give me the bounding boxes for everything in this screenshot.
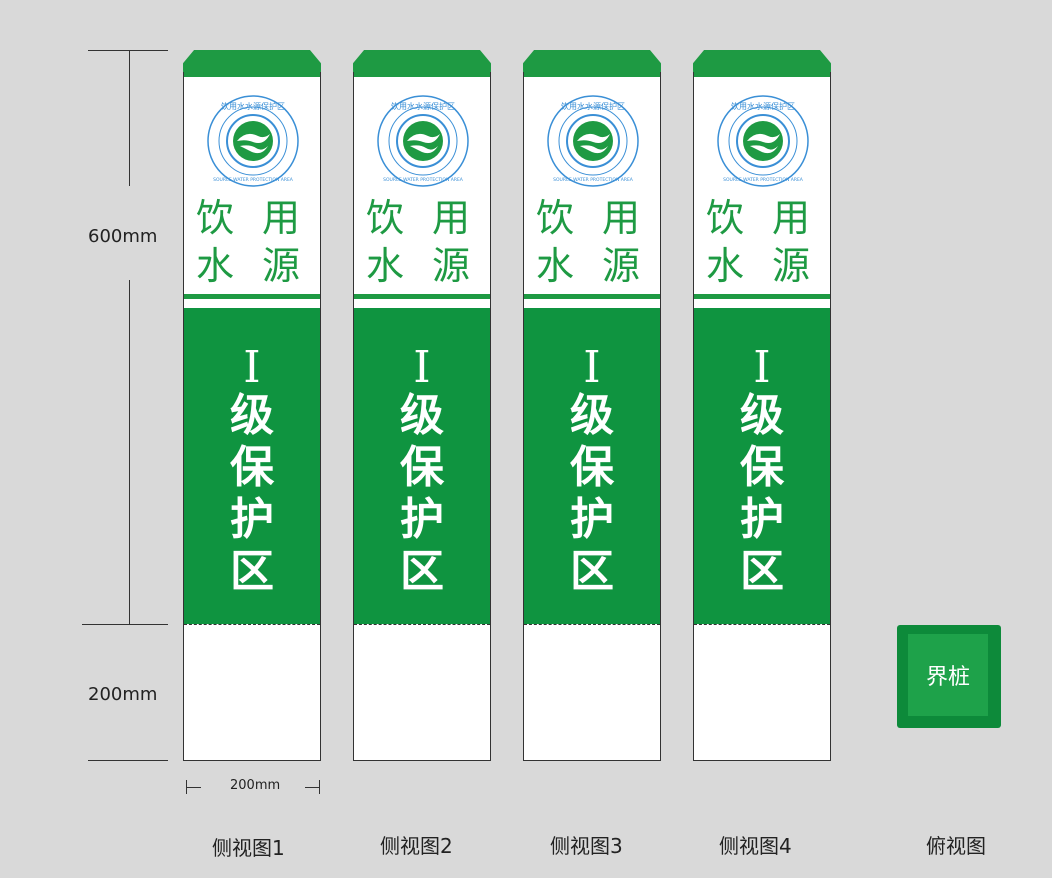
protection-level-panel: I 级 保 护 区 <box>354 308 490 624</box>
level-char-1: 级 <box>400 390 444 441</box>
dim-width-right-tick <box>319 780 320 794</box>
level-vertical-text: 级 保 护 区 <box>524 390 660 598</box>
title-line-2: 水 源 <box>535 244 649 288</box>
title-line-2: 水 源 <box>705 244 819 288</box>
logo-en-text: SOURCE WATER PROTECTION AREA <box>553 177 634 183</box>
top-stripe <box>184 72 320 77</box>
protection-level-panel: I 级 保 护 区 <box>184 308 320 624</box>
level-char-3: 护 <box>570 494 614 545</box>
dim-label-200: 200mm <box>88 684 158 705</box>
level-roman-numeral: I <box>413 342 431 393</box>
logo-en-text: SOURCE WATER PROTECTION AREA <box>213 177 294 183</box>
top-stripe <box>524 72 660 77</box>
level-char-3: 护 <box>230 494 274 545</box>
dim-width-right-line <box>305 787 319 788</box>
level-roman-numeral: I <box>753 342 771 393</box>
logo-ring-text: 饮用水水源保护区 <box>221 101 285 111</box>
mid-stripe <box>694 294 830 299</box>
mid-stripe <box>524 294 660 299</box>
dim-upper-vertical-top <box>129 50 130 186</box>
title-line-1: 饮 用 <box>365 196 479 240</box>
top-view-label: 界桩 <box>908 634 988 716</box>
logo-ring-text: 饮用水水源保护区 <box>391 101 455 111</box>
level-char-1: 级 <box>570 390 614 441</box>
post-side-view-3: 饮用水水源保护区 SOURCE WATER PROTECTION AREA 饮 … <box>523 50 661 762</box>
post-body: 饮用水水源保护区 SOURCE WATER PROTECTION AREA 饮 … <box>693 72 831 761</box>
dim-top-tick <box>88 50 168 51</box>
caption-side-3: 侧视图3 <box>550 834 623 858</box>
level-vertical-text: 级 保 护 区 <box>354 390 490 598</box>
post-body: 饮用水水源保护区 SOURCE WATER PROTECTION AREA 饮 … <box>183 72 321 761</box>
level-char-4: 区 <box>400 546 444 597</box>
post-cap <box>183 50 321 72</box>
ground-line <box>184 624 320 625</box>
post-side-view-4: 饮用水水源保护区 SOURCE WATER PROTECTION AREA 饮 … <box>693 50 831 762</box>
caption-side-4: 侧视图4 <box>719 834 792 858</box>
dim-upper-vertical-bottom <box>129 280 130 624</box>
level-char-1: 级 <box>230 390 274 441</box>
top-view: 界桩 <box>897 625 1001 728</box>
water-protection-logo-icon: 饮用水水源保护区 SOURCE WATER PROTECTION AREA <box>207 95 299 187</box>
logo-en-text: SOURCE WATER PROTECTION AREA <box>383 177 464 183</box>
title-line-1: 饮 用 <box>535 196 649 240</box>
post-cap <box>693 50 831 72</box>
ground-line <box>524 624 660 625</box>
level-roman-numeral: I <box>243 342 261 393</box>
mid-stripe <box>354 294 490 299</box>
caption-top-view: 俯视图 <box>926 834 986 858</box>
level-vertical-text: 级 保 护 区 <box>184 390 320 598</box>
logo-ring-text: 饮用水水源保护区 <box>731 101 795 111</box>
water-protection-logo-icon: 饮用水水源保护区 SOURCE WATER PROTECTION AREA <box>547 95 639 187</box>
top-stripe <box>694 72 830 77</box>
title-line-1: 饮 用 <box>195 196 309 240</box>
level-char-2: 保 <box>230 442 274 493</box>
level-vertical-text: 级 保 护 区 <box>694 390 830 598</box>
dim-width-left-tick <box>186 780 187 794</box>
post-side-view-2: 饮用水水源保护区 SOURCE WATER PROTECTION AREA 饮 … <box>353 50 491 762</box>
logo-ring-text: 饮用水水源保护区 <box>561 101 625 111</box>
caption-side-1: 侧视图1 <box>212 836 285 860</box>
level-char-2: 保 <box>400 442 444 493</box>
level-char-2: 保 <box>740 442 784 493</box>
title-line-2: 水 源 <box>365 244 479 288</box>
title-line-1: 饮 用 <box>705 196 819 240</box>
protection-level-panel: I 级 保 护 区 <box>694 308 830 624</box>
level-roman-numeral: I <box>583 342 601 393</box>
dim-mid-tick <box>82 624 168 625</box>
post-cap <box>523 50 661 72</box>
post-side-view-1: 饮用水水源保护区 SOURCE WATER PROTECTION AREA 饮 … <box>183 50 321 762</box>
water-protection-logo-icon: 饮用水水源保护区 SOURCE WATER PROTECTION AREA <box>377 95 469 187</box>
level-char-3: 护 <box>400 494 444 545</box>
dim-width-left-line <box>187 787 201 788</box>
logo-en-text: SOURCE WATER PROTECTION AREA <box>723 177 804 183</box>
level-char-1: 级 <box>740 390 784 441</box>
level-char-4: 区 <box>230 546 274 597</box>
top-stripe <box>354 72 490 77</box>
dim-label-600: 600mm <box>88 226 158 247</box>
level-char-4: 区 <box>740 546 784 597</box>
dim-bottom-tick <box>88 760 168 761</box>
title-line-2: 水 源 <box>195 244 309 288</box>
post-body: 饮用水水源保护区 SOURCE WATER PROTECTION AREA 饮 … <box>353 72 491 761</box>
level-char-2: 保 <box>570 442 614 493</box>
water-protection-logo-icon: 饮用水水源保护区 SOURCE WATER PROTECTION AREA <box>717 95 809 187</box>
level-char-4: 区 <box>570 546 614 597</box>
post-cap <box>353 50 491 72</box>
dim-label-width: 200mm <box>230 778 281 793</box>
ground-line <box>694 624 830 625</box>
caption-side-2: 侧视图2 <box>380 834 453 858</box>
level-char-3: 护 <box>740 494 784 545</box>
mid-stripe <box>184 294 320 299</box>
ground-line <box>354 624 490 625</box>
post-body: 饮用水水源保护区 SOURCE WATER PROTECTION AREA 饮 … <box>523 72 661 761</box>
protection-level-panel: I 级 保 护 区 <box>524 308 660 624</box>
